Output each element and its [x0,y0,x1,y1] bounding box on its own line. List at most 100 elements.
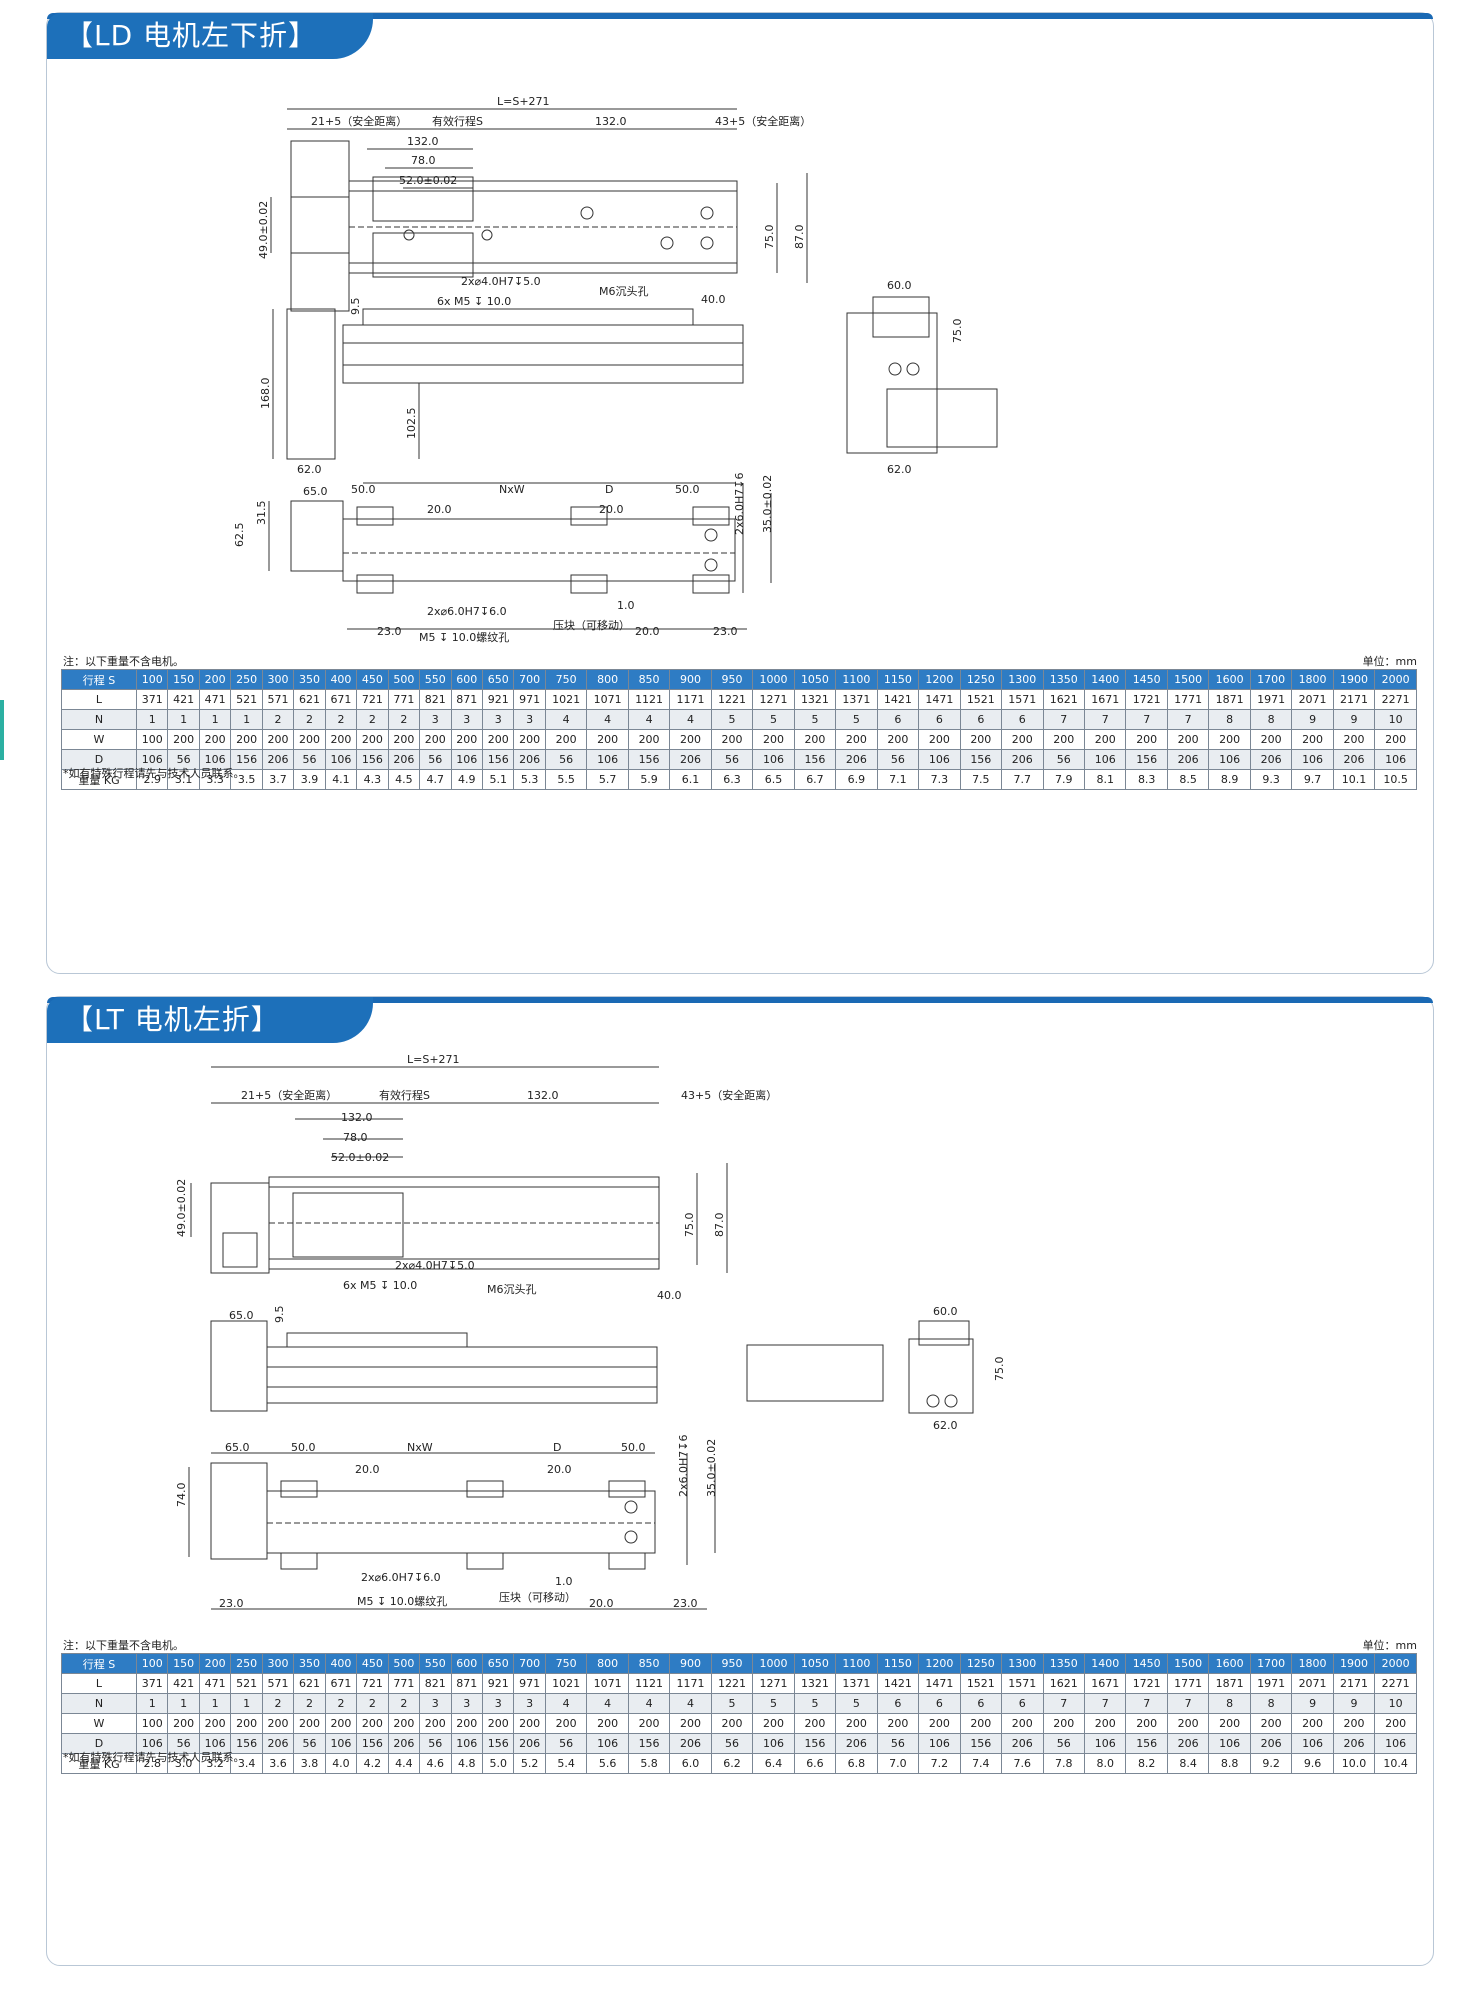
note-unit: 单位：mm [1362,655,1417,668]
table-cell: 56 [1042,749,1085,770]
table-cell: 156 [959,1733,1003,1754]
table-cell: 200 [752,729,795,750]
table-cell: 2 [356,1693,389,1714]
table-row-label: N [61,1693,137,1714]
dim-nxw: NxW [499,483,525,496]
dim-hole6: 2x⌀6.0H7↧6.0 [427,605,507,618]
dim-nxw: NxW [407,1441,433,1454]
table-cell: 4 [544,709,588,730]
table-header-cell: 950 [710,669,754,690]
table-cell: 200 [793,729,837,750]
table-cell: 56 [710,749,754,770]
dim-stroke: 有效行程S [432,114,483,128]
table-cell: 7.9 [1042,769,1085,790]
table-cell: 8.4 [1166,1753,1210,1774]
table-cell: 721 [356,689,389,710]
table-cell: 1971 [1249,689,1293,710]
table-cell: 200 [167,729,200,750]
table-cell: 10 [1374,709,1417,730]
table-header-cell: 1100 [835,669,878,690]
table-cell: 200 [1042,729,1085,750]
table-cell: 7 [1125,1693,1168,1714]
table-cell: 106 [1291,1733,1334,1754]
dim-31-5: 31.5 [255,501,268,526]
table-cell: 4.0 [324,1753,358,1774]
dim-m6: M6沉头孔 [599,285,649,298]
table-cell: 821 [419,689,452,710]
table-cell: 4.4 [387,1753,421,1774]
table-cell: 4.3 [356,769,389,790]
table-cell: 2 [387,709,421,730]
table-cell: 3.2 [198,1753,232,1774]
table-cell: 1421 [876,1673,920,1694]
table-cell: 156 [356,749,389,770]
dim-total: L=S+271 [497,95,550,108]
dim-168: 168.0 [259,378,272,410]
dim-132b: 132.0 [595,115,627,128]
table-cell: 156 [793,749,837,770]
table-cell: 1521 [959,1673,1003,1694]
table-cell: 6.9 [835,769,878,790]
table-cell: 1521 [959,689,1003,710]
table-cell: 206 [1001,749,1044,770]
table-cell: 1171 [669,1673,712,1694]
table-cell: 156 [481,749,515,770]
table-cell: 6 [959,709,1003,730]
table-cell: 3 [481,709,515,730]
table-cell: 206 [1249,749,1293,770]
table-cell: 6.1 [669,769,712,790]
table-cell: 206 [387,1733,421,1754]
table-cell: 9.2 [1249,1753,1293,1774]
dim-safe-right: 43+5（安全距离） [681,1088,777,1102]
table-cell: 156 [627,749,671,770]
dim-75-side: 75.0 [993,1357,1006,1382]
table-row-label: L [61,689,137,710]
table-cell: 156 [230,1733,263,1754]
table-cell: 5 [835,709,878,730]
table-cell: 8 [1249,709,1293,730]
table-cell: 6 [918,709,961,730]
table-cell: 621 [293,689,326,710]
table-cell: 106 [135,749,169,770]
table-cell: 2171 [1332,1673,1376,1694]
table-cell: 106 [324,749,358,770]
table-cell: 621 [293,1673,326,1694]
table-cell: 200 [1166,729,1210,750]
table-cell: 6 [876,709,920,730]
table-cell: 106 [918,1733,961,1754]
table-cell: 8.2 [1125,1753,1168,1774]
table-header-cell: 1300 [1001,1653,1044,1674]
table-cell: 571 [261,689,295,710]
table-cell: 206 [835,749,878,770]
dim-clamp: 压块（可移动） [499,1591,576,1604]
table-header-cell: 1050 [793,669,837,690]
table-cell: 4 [586,709,629,730]
table-cell: 5.3 [513,769,546,790]
table-header-cell: 200 [198,1653,232,1674]
table-cell: 1771 [1166,1673,1210,1694]
table-cell: 1871 [1208,689,1251,710]
table-cell: 200 [1374,1713,1417,1734]
table-header-cell: 1250 [959,669,1003,690]
dim-87: 87.0 [713,1213,726,1238]
table-cell: 1371 [835,1673,878,1694]
table-cell: 1421 [876,689,920,710]
table-header-label: 行程 S [61,1653,137,1674]
table-cell: 971 [513,689,546,710]
dim-35: 35.0±0.02 [761,475,774,533]
table-cell: 971 [513,1673,546,1694]
dim-20c: 20.0 [635,625,660,638]
table-cell: 1271 [752,689,795,710]
table-header-cell: 1200 [918,669,961,690]
table-cell: 6.6 [793,1753,837,1774]
table-cell: 1 [198,1693,232,1714]
table-header-cell: 350 [293,1653,326,1674]
table-cell: 8.0 [1083,1753,1127,1774]
table-cell: 721 [356,1673,389,1694]
table-cell: 6.4 [752,1753,795,1774]
table-cell: 9 [1332,1693,1376,1714]
table-cell: 3.3 [198,769,232,790]
